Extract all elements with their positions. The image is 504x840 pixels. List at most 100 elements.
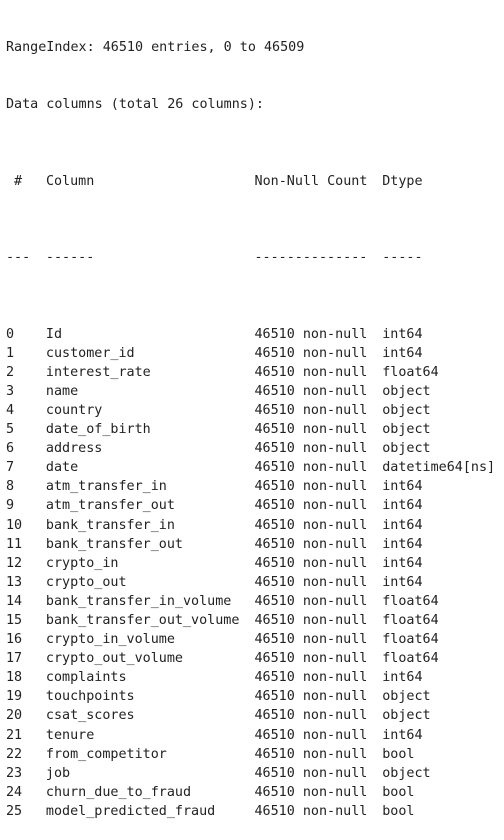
row-index: 10 <box>6 517 23 533</box>
table-row: 16 crypto_in_volume 46510 non-null float64 <box>6 630 502 649</box>
row-non-null-count: 46510 non-null <box>254 326 368 342</box>
row-column-name: crypto_in <box>45 555 119 571</box>
row-dtype: object <box>382 689 431 705</box>
row-index: 2 <box>6 364 15 380</box>
row-non-null-count: 46510 non-null <box>254 536 368 552</box>
row-column-name: crypto_out <box>45 574 127 590</box>
row-dtype: int64 <box>382 479 423 495</box>
row-column-name: csat_scores <box>45 708 135 724</box>
row-dtype: bool <box>382 803 415 819</box>
row-index: 11 <box>6 536 23 552</box>
row-index: 8 <box>6 479 15 495</box>
row-index: 22 <box>6 746 23 762</box>
table-row: 14 bank_transfer_in_volume 46510 non-null f… <box>6 592 502 611</box>
table-row: 15 bank_transfer_out_volume 46510 non-null… <box>6 611 502 630</box>
range-index-line: RangeIndex: 46510 entries, 0 to 46509 <box>6 38 502 57</box>
row-non-null-count: 46510 non-null <box>254 364 368 380</box>
row-index: 12 <box>6 555 23 571</box>
table-row: 21 tenure 46510 non-null int64 <box>6 726 502 745</box>
row-index: 5 <box>6 422 15 438</box>
dataframe-info-output: RangeIndex: 46510 entries, 0 to 46509 Da… <box>6 0 502 840</box>
row-dtype: int64 <box>382 326 423 342</box>
row-column-name: from_competitor <box>45 746 167 762</box>
row-dtype: datetime64[ns] <box>382 460 496 476</box>
row-dtype: int64 <box>382 555 423 571</box>
row-non-null-count: 46510 non-null <box>254 689 368 705</box>
row-column-name: atm_transfer_in <box>45 479 167 495</box>
row-index: 13 <box>6 574 23 590</box>
row-index: 16 <box>6 632 23 648</box>
row-column-name: bank_transfer_in <box>45 517 175 533</box>
row-dtype: bool <box>382 746 415 762</box>
row-column-name: touchpoints <box>45 689 135 705</box>
data-columns-line: Data columns (total 26 columns): <box>6 95 502 114</box>
row-non-null-count: 46510 non-null <box>254 746 368 762</box>
row-non-null-count: 46510 non-null <box>254 460 368 476</box>
row-column-name: customer_id <box>45 345 135 361</box>
row-non-null-count: 46510 non-null <box>254 593 368 609</box>
row-dtype: int64 <box>382 345 423 361</box>
separator-index: --- <box>6 250 31 266</box>
table-row: 11 bank_transfer_out 46510 non-null int64 <box>6 535 502 554</box>
row-column-name: country <box>45 402 103 418</box>
row-column-name: name <box>45 383 79 399</box>
row-dtype: object <box>382 422 431 438</box>
row-non-null-count: 46510 non-null <box>254 613 368 628</box>
table-header-row: # Column Non-Null Count Dtype <box>6 172 502 191</box>
row-column-name: bank_transfer_out <box>45 536 183 552</box>
row-dtype: int64 <box>382 727 423 743</box>
row-column-name: atm_transfer_out <box>45 498 175 514</box>
row-non-null-count: 46510 non-null <box>254 765 368 781</box>
row-column-name: Id <box>45 326 63 342</box>
row-column-name: churn_due_to_fraud <box>45 784 192 800</box>
row-column-name: bank_transfer_in_volume <box>45 593 232 609</box>
table-row: 22 from_competitor 46510 non-null bool <box>6 745 502 764</box>
row-column-name: crypto_in_volume <box>45 632 175 648</box>
data-columns-text: Data columns (total 26 columns): <box>6 97 264 113</box>
row-dtype: float64 <box>382 632 439 648</box>
row-dtype: float64 <box>382 593 439 609</box>
header-non-null-count: Non-Null Count <box>254 173 368 189</box>
row-non-null-count: 46510 non-null <box>254 784 368 800</box>
row-non-null-count: 46510 non-null <box>254 517 368 533</box>
row-index: 15 <box>6 613 23 628</box>
row-index: 14 <box>6 593 23 609</box>
row-dtype: float64 <box>382 651 439 667</box>
row-index: 17 <box>6 651 23 667</box>
row-index: 4 <box>6 402 15 418</box>
row-dtype: int64 <box>382 536 423 552</box>
separator-count: -------------- <box>254 250 368 266</box>
table-separator-row: --- ------ -------------- ----- <box>6 248 502 267</box>
row-column-name: interest_rate <box>45 364 151 380</box>
row-column-name: crypto_out_volume <box>45 651 183 667</box>
row-non-null-count: 46510 non-null <box>254 632 368 648</box>
separator-dtype: ----- <box>382 250 423 266</box>
header-column: Column <box>45 173 95 189</box>
row-non-null-count: 46510 non-null <box>254 727 368 743</box>
row-index: 7 <box>6 460 15 476</box>
row-non-null-count: 46510 non-null <box>254 402 368 418</box>
row-dtype: object <box>382 765 431 781</box>
row-column-name: address <box>45 441 103 457</box>
row-dtype: bool <box>382 784 415 800</box>
row-column-name: bank_transfer_out_volume <box>45 613 240 628</box>
row-column-name: tenure <box>45 727 95 743</box>
row-non-null-count: 46510 non-null <box>254 345 368 361</box>
row-dtype: int64 <box>382 670 423 686</box>
row-index: 21 <box>6 727 23 743</box>
row-dtype: object <box>382 383 431 399</box>
row-dtype: int64 <box>382 574 423 590</box>
row-non-null-count: 46510 non-null <box>254 422 368 438</box>
